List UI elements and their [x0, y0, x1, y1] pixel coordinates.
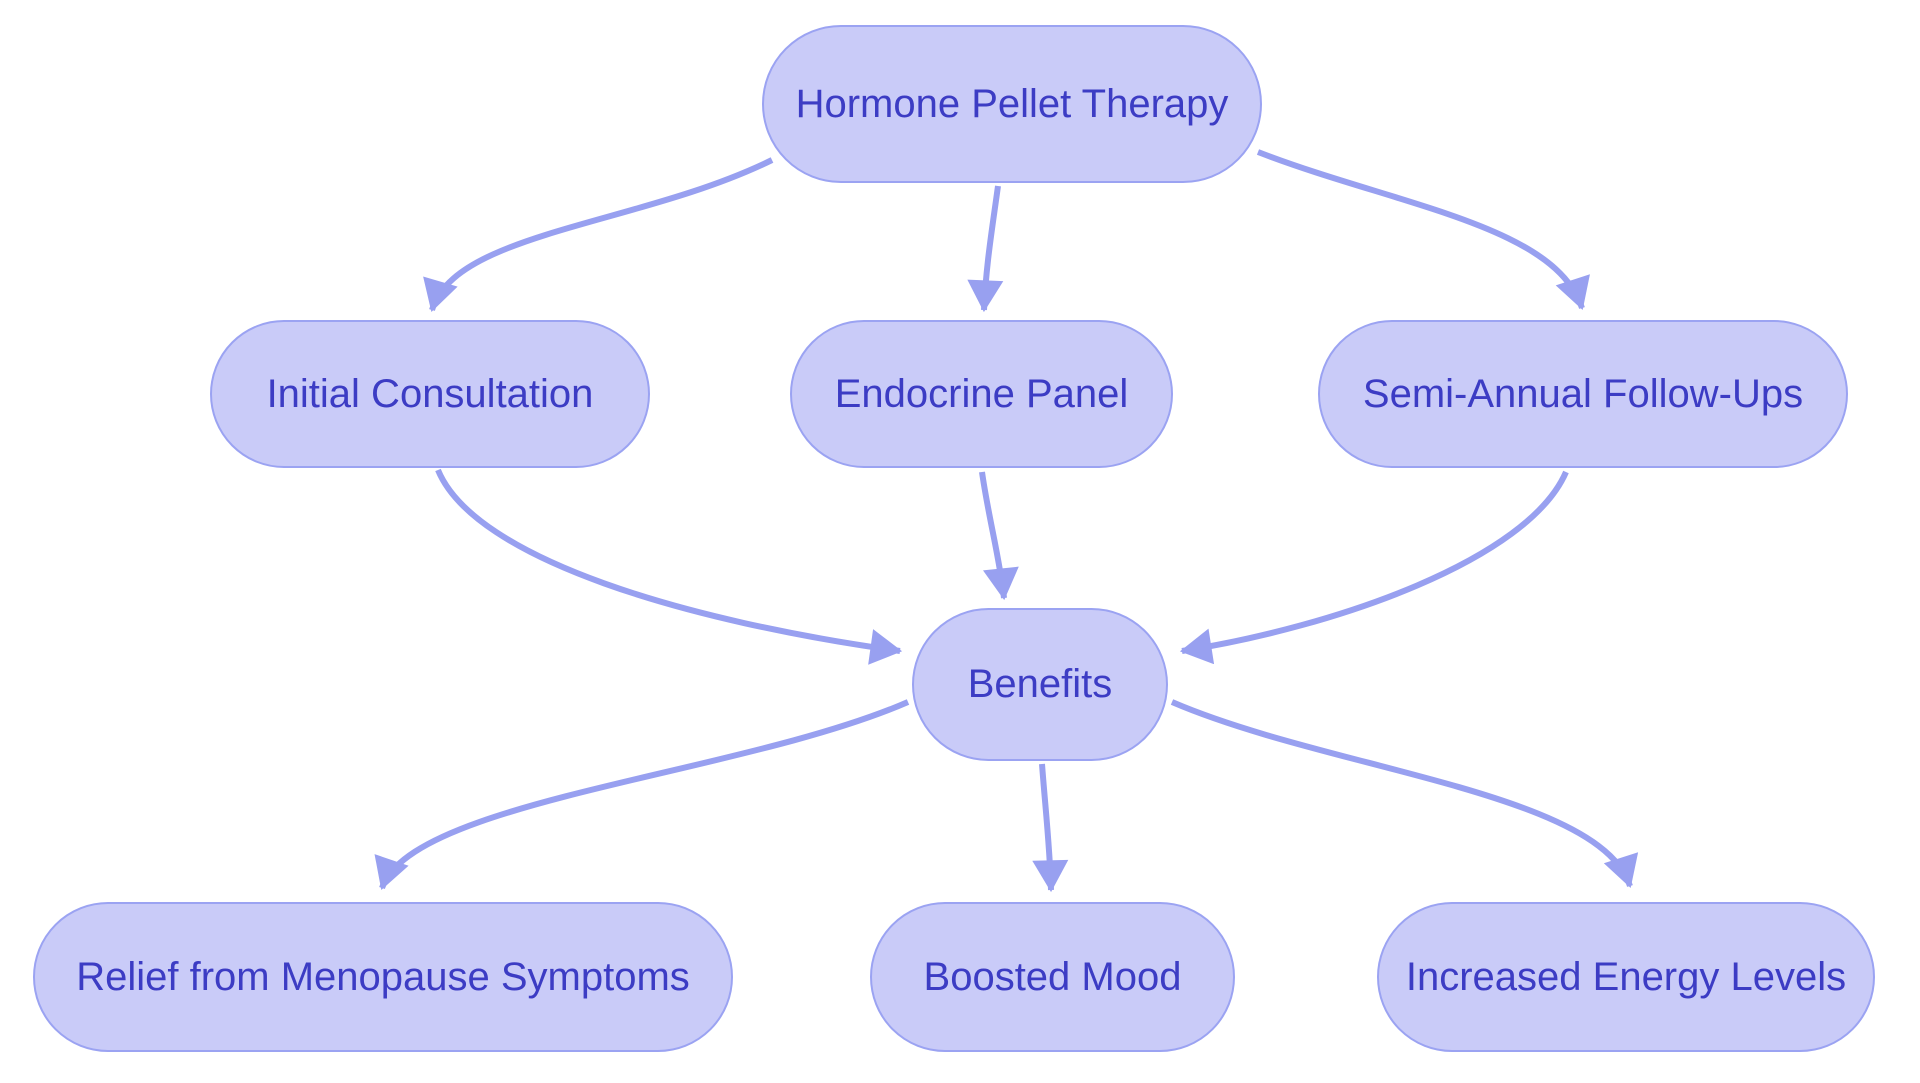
edge-initial-consultation-to-benefits: [435, 468, 903, 665]
node-relief-from-menopause-symptoms: Relief from Menopause Symptoms: [33, 902, 733, 1052]
node-benefits: Benefits: [912, 608, 1168, 761]
node-semi-annual-follow-ups: Semi-Annual Follow-Ups: [1318, 320, 1848, 468]
node-relief-from-menopause-symptoms-label: Relief from Menopause Symptoms: [76, 954, 690, 999]
edge-hormone-pellet-therapy-to-initial-consultation: [423, 157, 774, 313]
node-hormone-pellet-therapy-label: Hormone Pellet Therapy: [795, 81, 1229, 126]
node-hormone-pellet-therapy: Hormone Pellet Therapy: [762, 25, 1262, 183]
edge-semi-annual-follow-ups-to-benefits: [1179, 470, 1569, 665]
edge-endocrine-panel-to-benefits: [979, 471, 1019, 601]
node-endocrine-panel: Endocrine Panel: [790, 320, 1173, 468]
node-benefits-label: Benefits: [967, 662, 1113, 706]
edge-benefits-to-relief-from-menopause-symptoms: [374, 699, 910, 891]
node-initial-consultation-label: Initial Consultation: [266, 371, 594, 416]
node-increased-energy-levels-label: Increased Energy Levels: [1405, 954, 1847, 999]
node-semi-annual-follow-ups-label: Semi-Annual Follow-Ups: [1362, 371, 1804, 416]
node-boosted-mood-label: Boosted Mood: [923, 954, 1182, 999]
node-endocrine-panel-label: Endocrine Panel: [834, 371, 1129, 416]
node-increased-energy-levels: Increased Energy Levels: [1377, 902, 1875, 1052]
edge-hormone-pellet-therapy-to-endocrine-panel: [967, 185, 1004, 313]
edge-benefits-to-increased-energy-levels: [1170, 699, 1639, 889]
node-boosted-mood: Boosted Mood: [870, 902, 1235, 1052]
edge-hormone-pellet-therapy-to-semi-annual-follow-ups: [1256, 149, 1590, 311]
node-initial-consultation: Initial Consultation: [210, 320, 650, 468]
edge-benefits-to-boosted-mood: [1032, 763, 1069, 893]
